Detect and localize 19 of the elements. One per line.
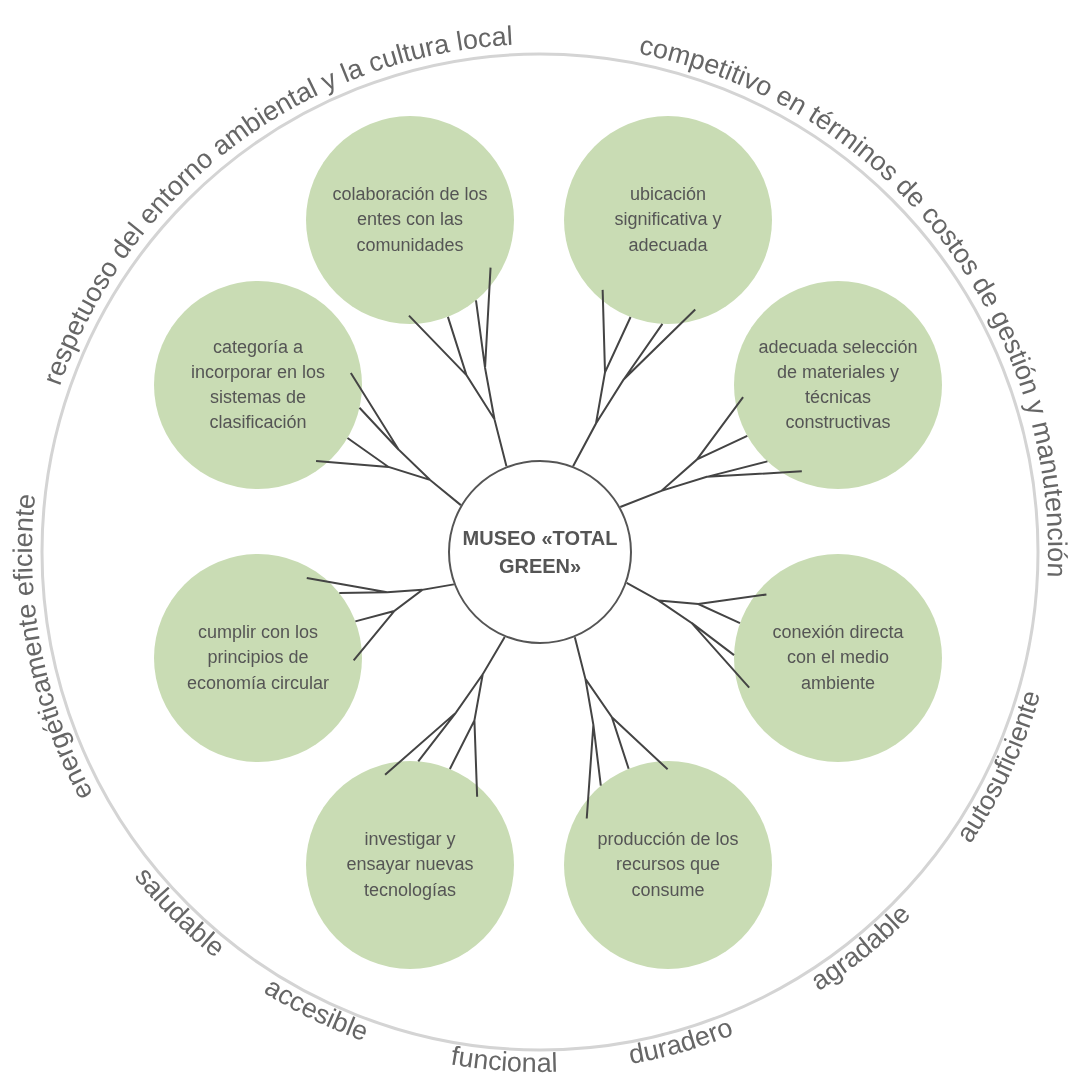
idea-text: adecuada selección de materiales y técnicas constructivas (757, 335, 919, 435)
branching-line (572, 288, 697, 468)
idea-text: categoría a incorporar en los sistemas de clasificación (189, 335, 327, 435)
ring-label: funcional (449, 1040, 558, 1079)
branching-line (384, 635, 506, 798)
idea-text: conexión directa con el medio ambiente (771, 621, 905, 695)
branching-line (315, 372, 462, 507)
branching-line (619, 396, 803, 508)
branching-line (625, 581, 768, 689)
idea-text: cumplir con los principios de economía circular (185, 621, 331, 695)
branching-line (305, 577, 455, 662)
center-title: MUSEO «TOTAL GREEN» (461, 526, 619, 579)
ring-label: duradero (626, 1011, 737, 1070)
idea-text: colaboración de los entes con las comunidades (331, 183, 489, 257)
branching-line (573, 636, 669, 820)
idea-text: investigar y ensayar nuevas tecnologías (345, 828, 475, 902)
branching-line (407, 266, 508, 468)
idea-text: producción de los recursos que consume (596, 828, 740, 902)
idea-text: ubicación significativa y adecuada (613, 183, 723, 257)
